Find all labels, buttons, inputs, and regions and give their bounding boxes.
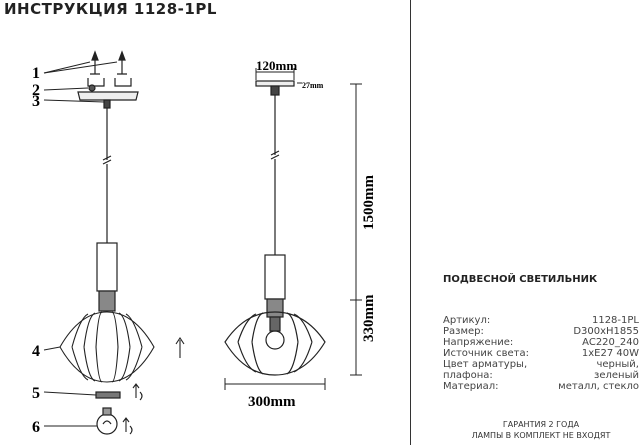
spec-value: 1xE27 40W	[581, 348, 639, 359]
bulb	[96, 407, 118, 435]
divider	[410, 0, 411, 445]
spec-label: Артикул:	[443, 315, 491, 326]
shade	[59, 311, 155, 383]
callout-4: 4	[32, 343, 40, 360]
spec-label: Материал:	[443, 381, 499, 392]
specs-table: Артикул: 1128-1PL Размер: D300xH1855 Нап…	[443, 315, 639, 392]
shade-diameter-label: 300mm	[248, 394, 296, 410]
spec-row: Цвет арматуры, плафона: черный, зеленый	[443, 359, 639, 381]
callout-3: 3	[32, 93, 40, 110]
product-name: ПОДВЕСНОЙ СВЕТИЛЬНИК	[443, 274, 598, 285]
spec-row: Материал: металл, стекло	[443, 381, 639, 392]
spec-row: Размер: D300xH1855	[443, 326, 639, 337]
callout-1: 1	[32, 65, 40, 82]
callout-2: 2	[32, 82, 40, 99]
canopy-width-label: 120mm	[256, 58, 297, 73]
spec-value: металл, стекло	[558, 381, 639, 392]
canopy	[77, 84, 139, 109]
footer-note: ГАРАНТИЯ 2 ГОДА ЛАМПЫ В КОМПЛЕКТ НЕ ВХОД…	[451, 419, 631, 441]
assembly-arrows	[122, 337, 185, 435]
spec-value: 1128-1PL	[591, 315, 639, 326]
spec-value: AC220_240	[582, 337, 639, 348]
page-title: ИНСТРУКЦИЯ 1128-1PL	[4, 0, 217, 18]
callout-5: 5	[32, 385, 40, 402]
spec-label: Источник света:	[443, 348, 529, 359]
spec-label: Размер:	[443, 326, 484, 337]
lamp-holder	[96, 242, 118, 312]
cable	[102, 108, 112, 243]
spec-label: Напряжение:	[443, 337, 514, 348]
spec-value: D300xH1855	[573, 326, 639, 337]
spec-label: Цвет арматуры, плафона:	[443, 359, 528, 381]
shade-height-label: 330mm	[361, 294, 377, 342]
mounting-screws	[87, 50, 132, 87]
callout-leaders	[43, 61, 118, 427]
callout-6: 6	[32, 419, 40, 436]
suspension-height-label: 1500mm	[361, 175, 377, 230]
assembled-lamp	[224, 80, 326, 376]
spec-row: Артикул: 1128-1PL	[443, 315, 639, 326]
dimension-lines	[224, 68, 362, 390]
spec-row: Напряжение: AC220_240	[443, 337, 639, 348]
ring	[95, 391, 121, 399]
spec-row: Источник света: 1xE27 40W	[443, 348, 639, 359]
assembly-drawing: 1 2 3 4 5 6 120mm 27mm 1500mm 3	[32, 50, 377, 436]
lamp-base-label: 27mm	[302, 81, 324, 90]
spec-value: черный, зеленый	[594, 359, 639, 381]
warranty-text: ГАРАНТИЯ 2 ГОДА	[502, 420, 580, 429]
bulbs-note: ЛАМПЫ В КОМПЛЕКТ НЕ ВХОДЯТ	[471, 431, 611, 440]
